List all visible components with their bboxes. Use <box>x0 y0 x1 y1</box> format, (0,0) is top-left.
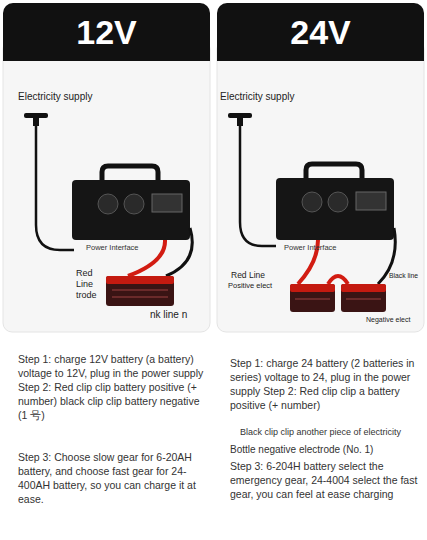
battery-top <box>106 276 174 284</box>
mains-cable <box>240 126 276 246</box>
battery <box>106 276 174 306</box>
charger-box <box>276 178 394 240</box>
control-panel <box>356 192 386 210</box>
instruction-text: Step 3: Choose slow gear for 6-20AH batt… <box>18 450 210 506</box>
instruction-text: Bottle negative electrode (No. 1) <box>230 443 420 456</box>
part-label: Power Interface <box>284 243 354 252</box>
part-label: Line <box>76 279 104 289</box>
charger-box <box>72 180 190 240</box>
battery <box>341 284 386 312</box>
panel <box>3 40 210 332</box>
part-label: Negative elect <box>366 316 424 324</box>
charger-handle <box>306 164 362 180</box>
header-tab: 24V <box>217 3 424 61</box>
battery <box>290 284 335 312</box>
fan <box>124 194 144 214</box>
battery-rib <box>112 296 168 298</box>
part-label: Positive elect <box>228 281 288 290</box>
battery-top <box>290 284 335 292</box>
part-label: Black line <box>389 272 425 280</box>
header-text: 12V <box>76 13 137 52</box>
part-label: Red <box>76 268 104 278</box>
part-label: trode <box>76 290 104 300</box>
part-label: Electricity supply <box>220 91 340 103</box>
mains-cable <box>36 126 74 250</box>
part-label: Electricity supply <box>18 91 138 103</box>
part-label: Power Interface <box>86 243 156 252</box>
fan <box>302 192 322 212</box>
fan <box>98 194 118 214</box>
instruction-text: Step 3: 6-204H battery select the emerge… <box>230 459 420 501</box>
part-label: Red Line <box>231 270 281 280</box>
battery-top <box>341 284 386 292</box>
black-wire <box>166 228 192 276</box>
plug <box>237 116 243 126</box>
plug <box>33 116 39 126</box>
battery-rib <box>295 298 330 300</box>
header-text: 24V <box>290 13 351 52</box>
battery-rib <box>112 289 168 291</box>
battery-rib <box>346 298 381 300</box>
part-label: nk line n <box>150 309 206 321</box>
instruction-text: Black clip clip another piece of electri… <box>240 426 424 438</box>
fan <box>328 192 348 212</box>
charger-handle <box>102 166 158 182</box>
control-panel <box>152 194 182 212</box>
instruction-text: Step 1: charge 12V battery (a battery) v… <box>18 352 210 422</box>
header-tab: 12V <box>3 3 210 61</box>
series-link <box>328 276 348 284</box>
panel <box>217 40 424 332</box>
instruction-text: Step 1: charge 24 battery (2 batteries i… <box>230 356 420 412</box>
